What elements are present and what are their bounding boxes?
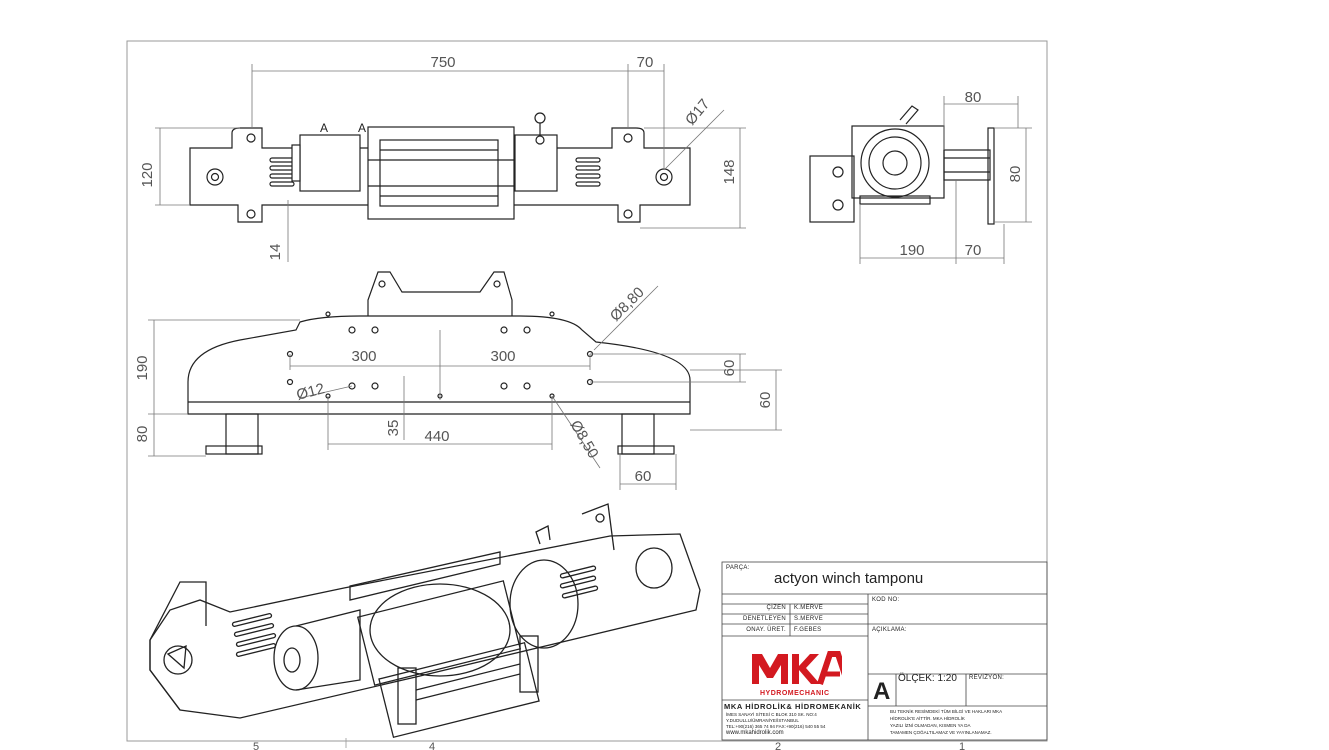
title-block xyxy=(721,561,1048,741)
row-name-denetleyen: S.MERVE xyxy=(794,616,823,622)
dim-300-right: 300 xyxy=(490,348,515,365)
top-view-plate xyxy=(189,127,691,223)
dim-300-left: 300 xyxy=(351,348,376,365)
top-view-motor xyxy=(299,134,361,192)
sheet-size: A xyxy=(873,678,891,705)
side-view-dimensions xyxy=(859,96,1032,264)
dim-440: 440 xyxy=(424,428,449,445)
dim-dia-880: Ø8,80 xyxy=(607,284,648,325)
dim-190-side: 190 xyxy=(899,242,924,259)
front-view xyxy=(187,271,691,455)
dim-80-side-top: 80 xyxy=(965,89,982,106)
company-website[interactable]: www.mkahidrolik.com xyxy=(726,730,784,736)
iso-motor xyxy=(273,625,319,691)
section-label-a1: A xyxy=(320,121,328,135)
company-logo xyxy=(750,651,842,695)
iso-end-tab-right xyxy=(581,503,615,551)
aciklama-label: AÇIKLAMA: xyxy=(872,627,907,633)
dim-dia-12: Ø12 xyxy=(295,380,327,404)
zone-2: 2 xyxy=(775,741,781,750)
row-name-onay: F.GEBES xyxy=(794,627,822,633)
iso-drum xyxy=(369,583,511,677)
iso-bumper-plate xyxy=(149,533,701,719)
row-role-onay: ONAY. ÜRET. xyxy=(746,627,786,633)
company-subtitle: HYDROMECHANIC xyxy=(760,690,830,697)
front-view-dimensions xyxy=(148,285,782,490)
dim-80-side-right: 80 xyxy=(1007,166,1024,183)
side-view-drum xyxy=(860,128,930,198)
iso-drum-cage xyxy=(349,551,501,601)
dim-60-outer: 60 xyxy=(757,392,774,409)
top-view-dimensions xyxy=(155,64,746,262)
iso-right-hole xyxy=(635,547,673,589)
kod-label: KOD NO: xyxy=(872,597,900,603)
company-address-1: İMES SANAYİ SİTESİ C BLOK 310 SK. NO:4 xyxy=(726,712,817,717)
zone-5: 5 xyxy=(253,741,259,750)
row-name-cizen: K.MERVE xyxy=(794,605,823,611)
part-name: actyon winch tamponu xyxy=(774,570,924,587)
company-name: MKA HİDROLİK& HİDROMEKANİK xyxy=(724,702,862,711)
copyright-notice-1: BU TEKNİK RESİMDEKİ TÜM BİLGİ VE HAKLARI… xyxy=(890,709,1003,714)
parca-label: PARÇA: xyxy=(726,565,750,571)
revizyon-label: REVİZYON: xyxy=(969,675,1005,681)
dim-70-side: 70 xyxy=(965,242,982,259)
company-address-2: Y.DUDULLU/ÜMRANİYE/İSTANBUL xyxy=(726,718,799,723)
side-view xyxy=(809,105,995,225)
dim-60-inner: 60 xyxy=(721,360,738,377)
top-view-drum xyxy=(367,126,515,220)
isometric-view xyxy=(149,503,701,739)
copyright-notice-3: YAZILI İZNİ OLMADAN, KISMEN YA DA xyxy=(890,723,971,728)
section-label-a2: A xyxy=(358,121,366,135)
row-role-cizen: ÇİZEN xyxy=(766,605,786,611)
zone-1: 1 xyxy=(959,741,965,750)
top-view xyxy=(189,112,691,223)
company-phone: TEL:+90(216) 365 74 94 FAX:+90(216) 540 … xyxy=(726,724,826,729)
dim-60-foot: 60 xyxy=(635,468,652,485)
iso-end-tab-left xyxy=(149,581,207,641)
dim-148: 148 xyxy=(721,159,738,184)
copyright-notice-4: TAMAMEN ÇOĞALTILAMAZ VE YAYINLANAMAZ. xyxy=(890,730,992,735)
scale-label: ÖLÇEK: 1:20 xyxy=(898,673,957,684)
dim-dia-17: Ø17 xyxy=(682,96,713,129)
sheet-border xyxy=(126,40,1048,742)
copyright-notice-2: HİDROLİK'E AİTTİR. MKA HİDROLİK xyxy=(890,716,965,721)
front-view-body xyxy=(187,315,691,415)
zone-4: 4 xyxy=(429,741,435,750)
dim-750: 750 xyxy=(430,54,455,71)
dim-70-top: 70 xyxy=(637,54,654,71)
dim-35: 35 xyxy=(385,420,402,437)
dim-14: 14 xyxy=(267,244,284,261)
dim-dia-850: Ø8,50 xyxy=(567,418,602,462)
iso-fairlead xyxy=(378,641,540,739)
row-role-denetleyen: DENETLEYEN xyxy=(742,616,786,622)
dim-190-front: 190 xyxy=(134,355,151,380)
dim-80-front: 80 xyxy=(134,426,151,443)
front-view-bracket xyxy=(367,271,513,316)
dim-120: 120 xyxy=(139,162,156,187)
